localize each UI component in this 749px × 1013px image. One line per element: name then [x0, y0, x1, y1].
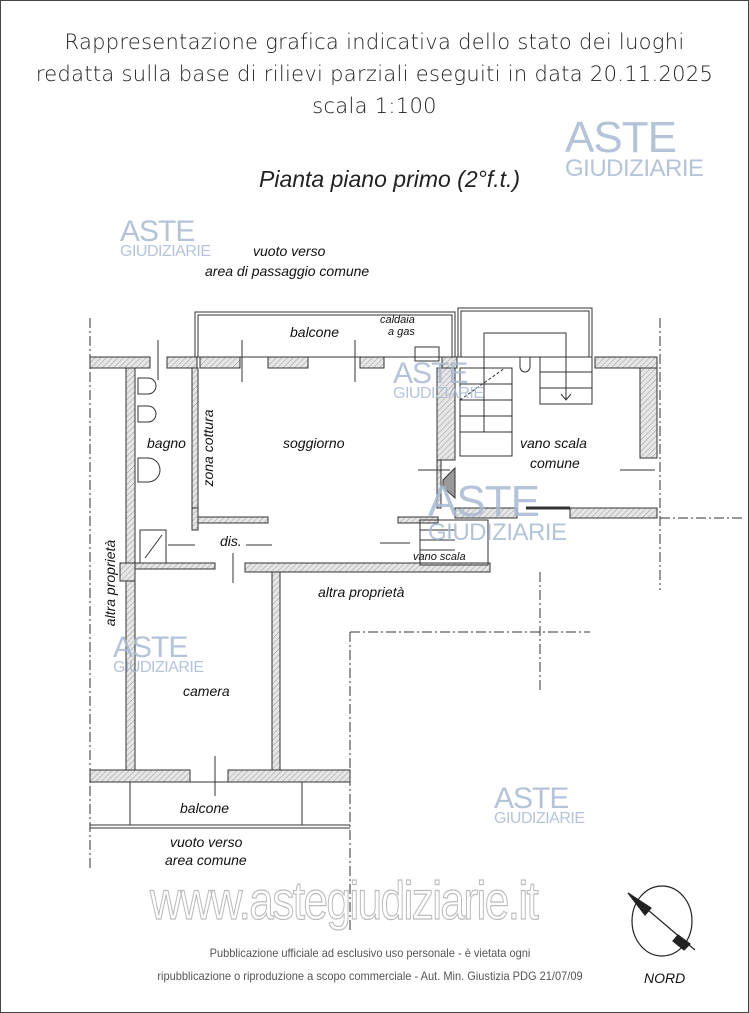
label-soggiorno: soggiorno [283, 435, 345, 451]
label-balcone-top: balcone [290, 324, 340, 340]
footer-line-1: Pubblicazione ufficiale ad esclusivo uso… [209, 946, 531, 960]
label-vuoto-bottom-2: area comune [165, 852, 247, 868]
walls [89, 356, 658, 783]
label-vano-scala-comune-2: comune [530, 455, 580, 471]
compass-north-icon [627, 885, 696, 957]
label-bagno: bagno [147, 435, 186, 451]
label-vano-scala-comune-1: vano scala [520, 435, 587, 451]
label-camera: camera [183, 683, 230, 699]
header-line-1: Rappresentazione grafica indicativa dell… [64, 30, 685, 54]
label-vuoto-top-2: area di passaggio comune [205, 263, 370, 279]
label-vuoto-bottom-1: vuoto verso [170, 834, 243, 850]
label-altra-proprieta-left: altra proprietà [102, 539, 118, 627]
label-nord: NORD [644, 970, 686, 986]
header-line-2: redatta sulla base di rilievi parziali e… [35, 62, 714, 86]
label-altra-proprieta-mid: altra proprietà [318, 584, 405, 600]
label-caldaia-1: caldaia [380, 314, 415, 326]
label-dis: dis. [220, 533, 242, 549]
footer-line-2: ripubblicazione o riproduzione a scopo c… [157, 969, 583, 983]
watermark-url: www.astegiudiziarie.it [150, 871, 540, 931]
plan-title: Pianta piano primo (2°f.t.) [259, 166, 521, 192]
label-zona-cottura: zona cottura [200, 409, 216, 487]
header-scale: scala 1:100 [312, 94, 437, 118]
property-lines [89, 318, 745, 930]
label-caldaia-2: a gas [388, 326, 415, 338]
label-balcone-bottom: balcone [180, 800, 230, 816]
label-vuoto-top-1: vuoto verso [253, 243, 326, 259]
label-vano-scala: vano scala [413, 551, 466, 563]
